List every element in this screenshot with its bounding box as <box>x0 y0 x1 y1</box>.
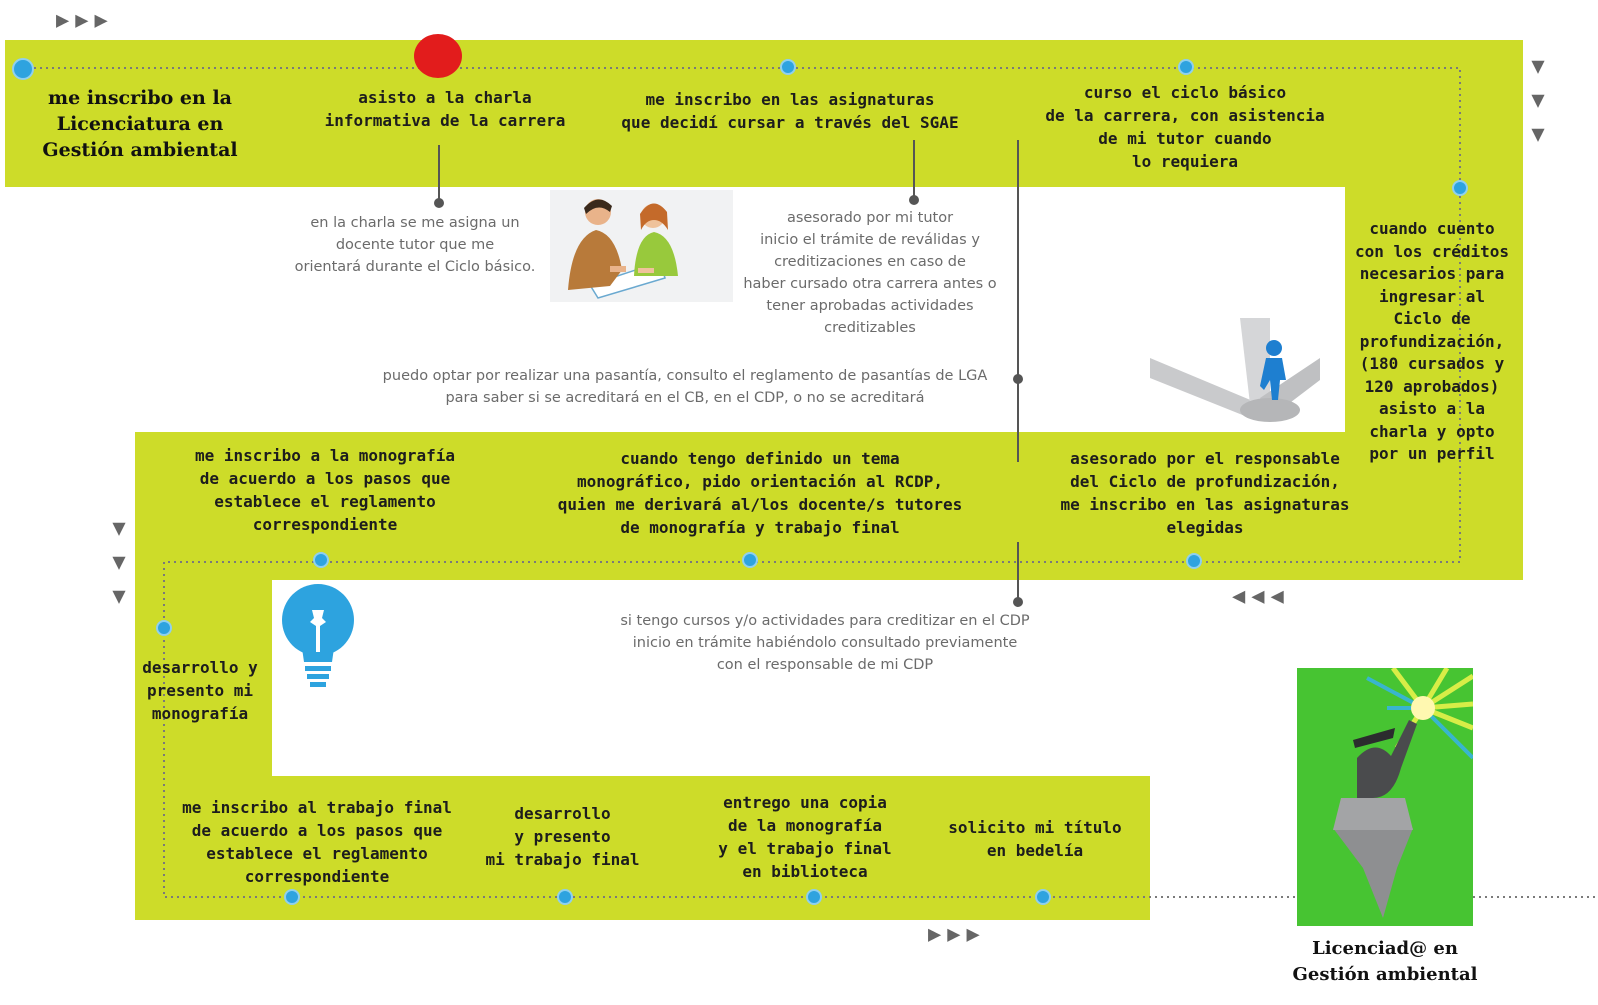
path-dot <box>12 58 34 80</box>
path-dot <box>1186 553 1202 569</box>
step-inscripcion-asignaturas: me inscribo en las asignaturas que decid… <box>621 90 959 132</box>
arrows-left: ◀◀◀ <box>1232 584 1290 609</box>
arrows-down-left: ▼ ▼ ▼ <box>112 516 126 609</box>
crossroads-icon <box>1150 318 1320 430</box>
path-dot <box>156 620 172 636</box>
arrows-right-bottom: ▶▶▶ <box>928 922 986 947</box>
step-inscripcion-cdp: asesorado por el responsable del Ciclo d… <box>1060 449 1350 537</box>
step-copia-biblioteca: entrego una copia de la monografía y el … <box>718 793 892 881</box>
graduate-icon <box>1297 666 1475 926</box>
middle-band <box>135 432 1523 580</box>
connector-knob <box>909 195 919 205</box>
path-dot <box>742 552 758 568</box>
step-tema-monografico: cuando tengo definido un tema monográfic… <box>557 449 963 537</box>
connector-line <box>1017 542 1019 602</box>
arrows-down-right: ▼ ▼ ▼ <box>1531 54 1545 147</box>
connector-line <box>1017 140 1019 462</box>
step-ciclo-profundizacion: cuando cuento con los créditos necesario… <box>1354 219 1510 463</box>
path-dot <box>1178 59 1194 75</box>
path-dot <box>1035 889 1051 905</box>
path-dot <box>557 889 573 905</box>
step-ciclo-basico: curso el ciclo básico de la carrera, con… <box>1045 83 1325 171</box>
step-charla-informativa: asisto a la charla informativa de la car… <box>324 88 566 130</box>
path-dot <box>806 889 822 905</box>
note-creditizar-cdp: si tengo cursos y/o actividades para cre… <box>620 613 1030 673</box>
arrows-right-top: ▶▶▶ <box>56 8 114 33</box>
connector-knob <box>1013 597 1023 607</box>
path-dot <box>313 552 329 568</box>
top-band <box>5 40 1523 187</box>
start-title: me inscribo en la Licenciatura en Gestió… <box>42 87 238 161</box>
red-marker <box>414 34 462 78</box>
end-title: Licenciad@ en Gestión ambiental <box>1292 938 1478 985</box>
connector-knob <box>1013 374 1023 384</box>
connector-line <box>438 145 440 203</box>
note-revalidas: asesorado por mi tutor inicio el trámite… <box>743 210 997 336</box>
step-inscripcion-trabajo-final: me inscribo al trabajo final de acuerdo … <box>182 798 452 886</box>
path-dot <box>284 889 300 905</box>
step-solicito-titulo: solicito mi título en bedelía <box>948 818 1122 860</box>
note-pasantia: puedo optar por realizar una pasantía, c… <box>382 368 988 406</box>
path-dot <box>1452 180 1468 196</box>
path-dot <box>780 59 796 75</box>
step-inscripcion-monografia: me inscribo a la monografía de acuerdo a… <box>194 446 456 534</box>
connector-knob <box>434 198 444 208</box>
lightbulb-icon <box>278 582 358 690</box>
tutoring-icon <box>550 190 733 302</box>
connector-line <box>913 140 915 200</box>
step-presento-monografia: desarrollo y presento mi monografía <box>142 658 258 723</box>
note-docente-tutor: en la charla se me asigna un docente tut… <box>294 215 536 275</box>
step-presento-trabajo-final: desarrollo y presento mi trabajo final <box>485 804 640 869</box>
